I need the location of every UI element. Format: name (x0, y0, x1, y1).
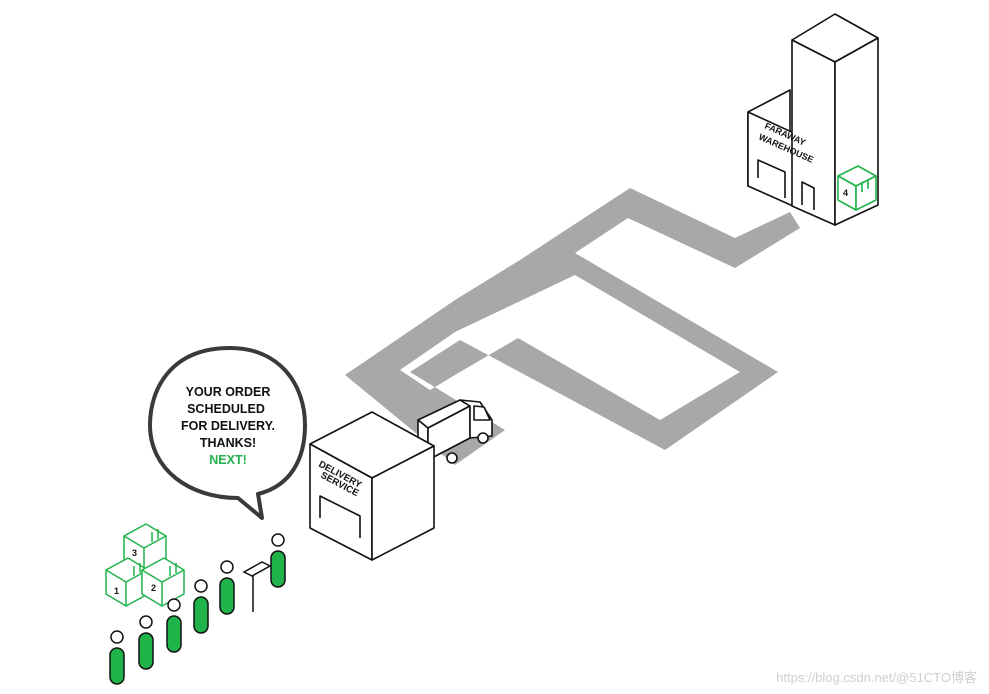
package-box-4 (837, 165, 877, 211)
watermark: https://blog.csdn.net/@51CTO博客 (776, 670, 977, 685)
person-2 (138, 615, 154, 670)
package-box-2-number: 2 (151, 583, 156, 593)
bubble-line-4: THANKS! (200, 436, 256, 450)
bubble-line-3: FOR DELIVERY. (181, 419, 275, 433)
package-box-1-number: 1 (114, 586, 119, 596)
package-box-4-number: 4 (843, 188, 848, 198)
person-5 (219, 560, 235, 615)
package-box-2 (141, 557, 185, 607)
road (345, 188, 800, 465)
bubble-line-2: SCHEDULED (187, 402, 265, 416)
bubble-line-1: YOUR ORDER (186, 385, 271, 399)
person-4 (193, 579, 209, 634)
counter-stand (242, 561, 272, 612)
person-1 (109, 630, 125, 685)
bubble-line-5: NEXT! (209, 453, 247, 467)
faraway-warehouse (747, 13, 879, 226)
package-stack (105, 523, 185, 607)
speech-bubble (148, 346, 307, 520)
queue-of-people (109, 533, 286, 685)
delivery-service-building (309, 411, 435, 561)
clerk-person (270, 533, 286, 588)
package-box-3-number: 3 (132, 548, 137, 558)
person-3 (166, 598, 182, 653)
